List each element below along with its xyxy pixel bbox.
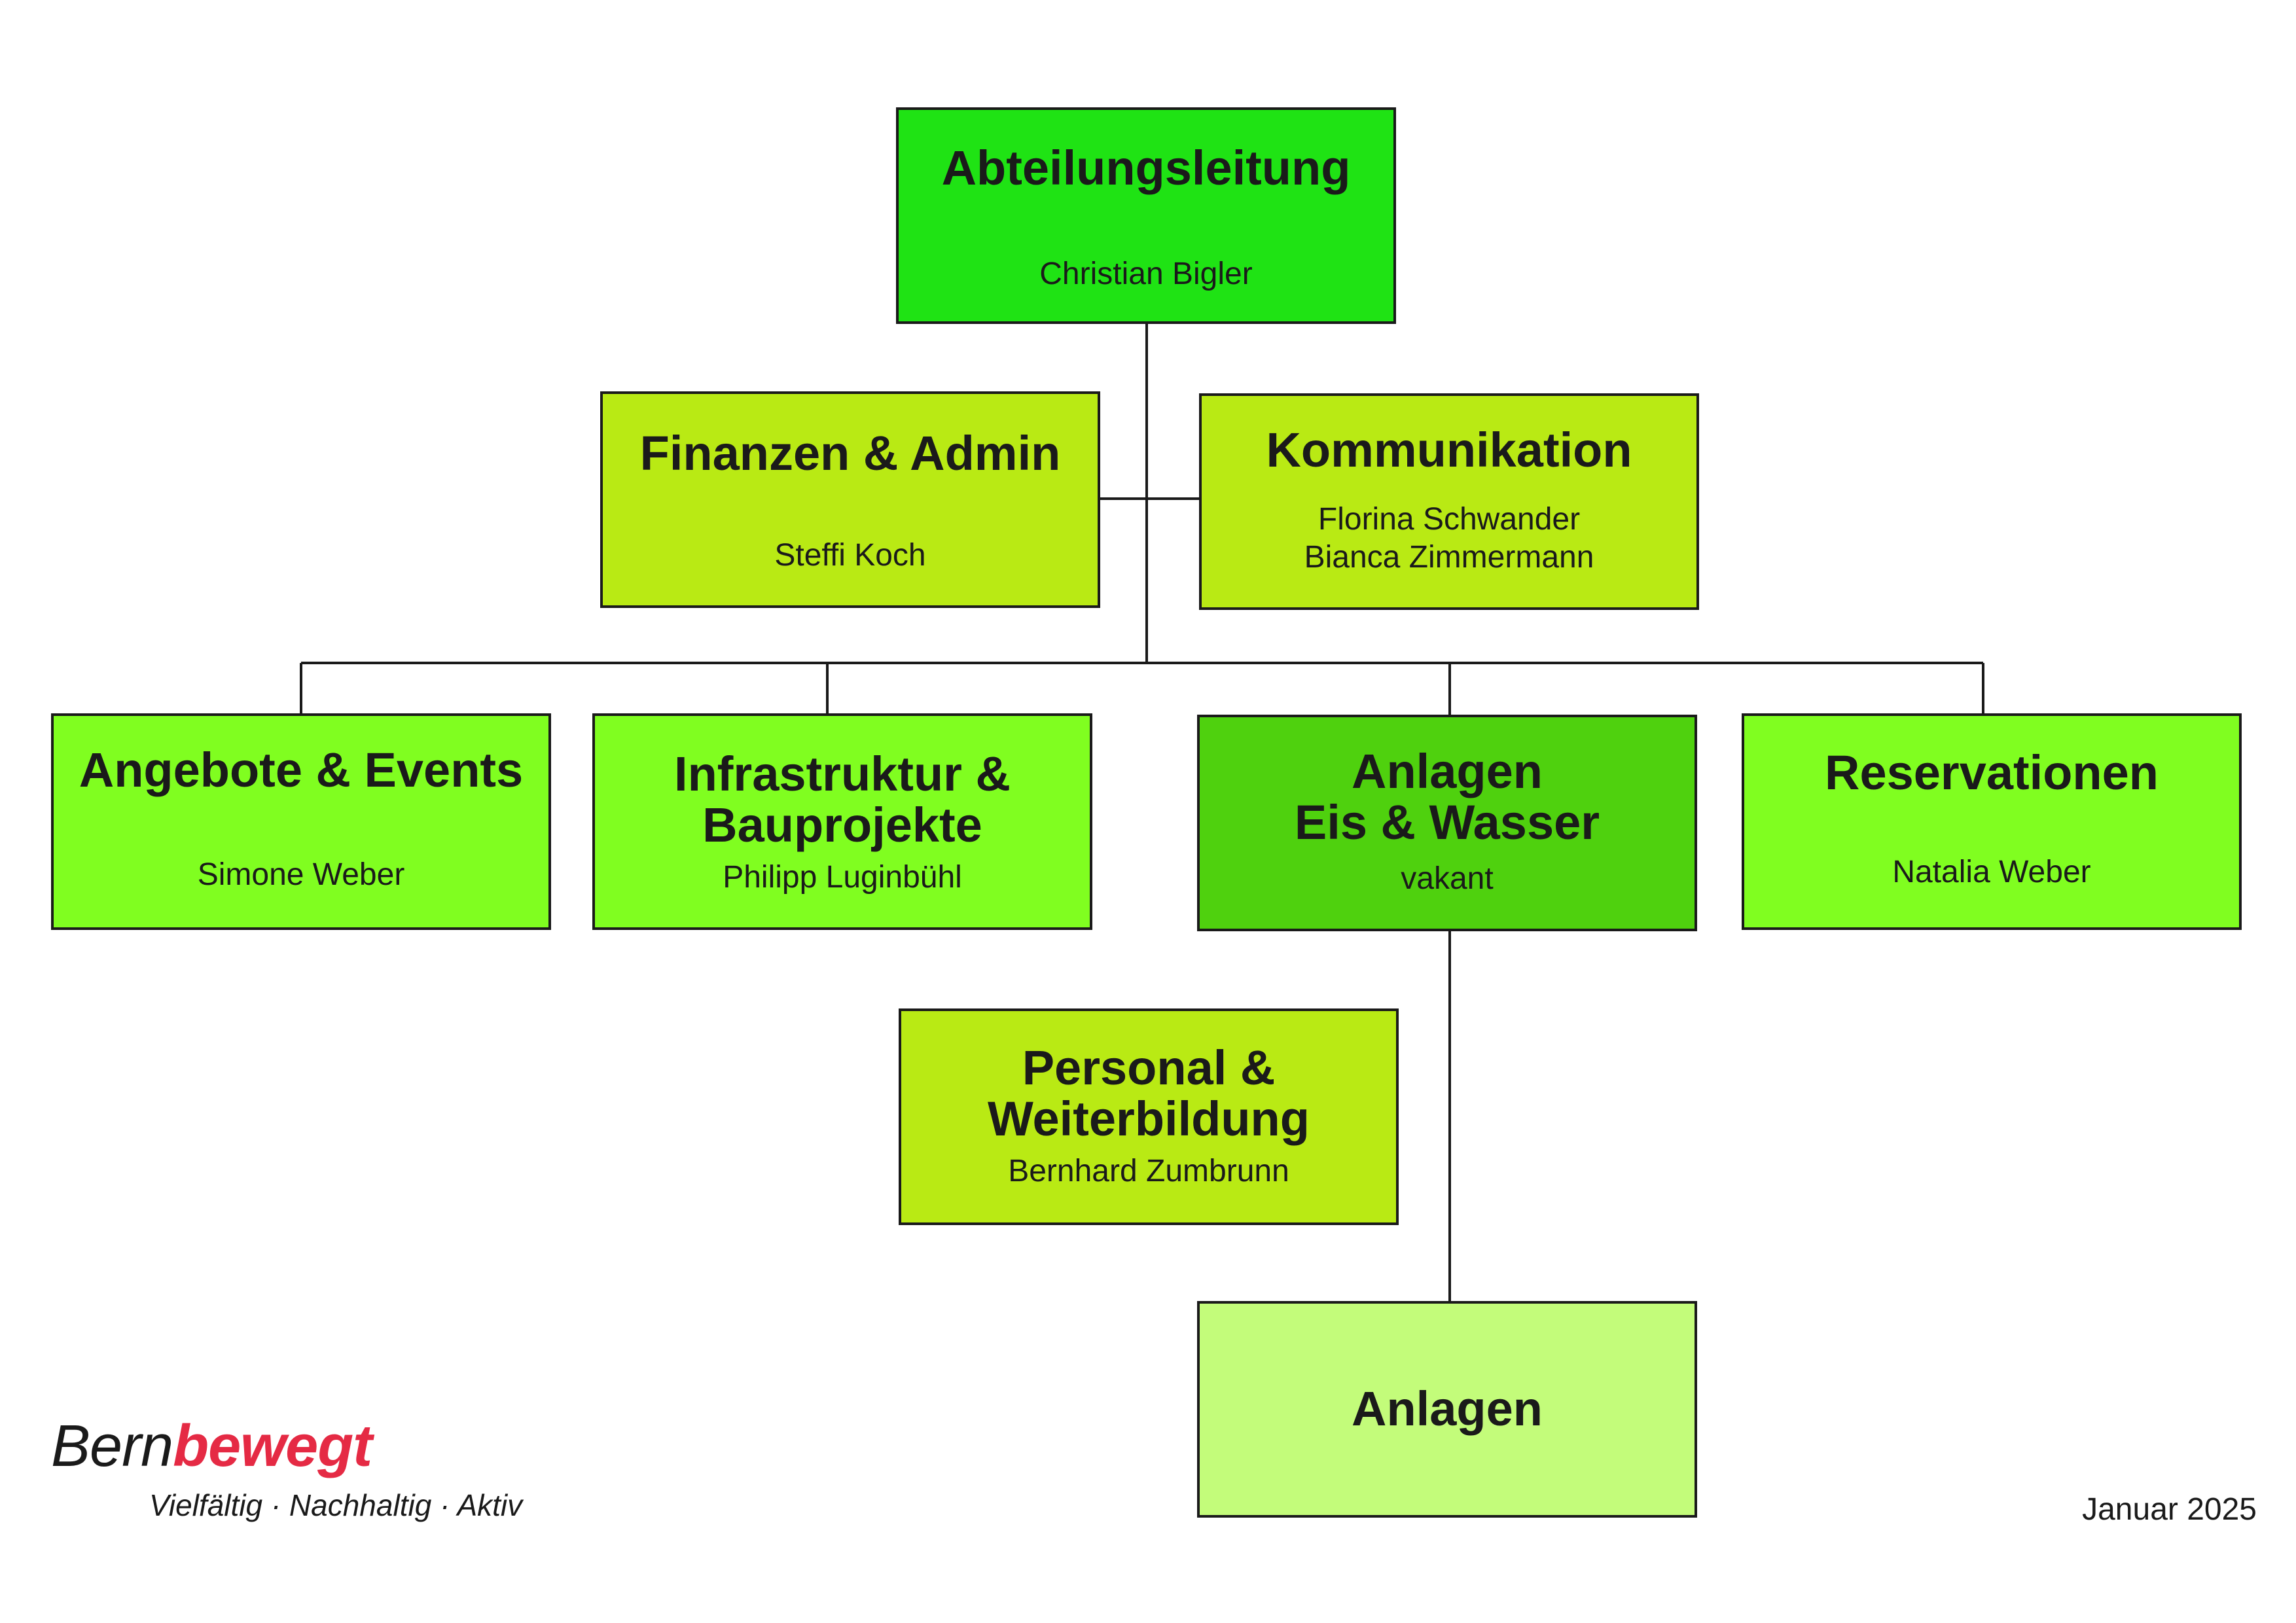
box-title: Infrastruktur & Bauprojekte bbox=[674, 747, 1011, 852]
box-anlagen-eis-wasser: Anlagen Eis & Wasser vakant bbox=[1197, 715, 1697, 931]
box-title: Angebote & Events bbox=[79, 743, 524, 797]
box-personal-weiterbildung: Personal & Weiterbildung Bernhard Zumbru… bbox=[899, 1008, 1399, 1225]
box-anlagen: Anlagen bbox=[1197, 1301, 1697, 1518]
logo-tagline: Vielfältig · Nachhaltig · Aktiv bbox=[149, 1488, 523, 1522]
box-person: Steffi Koch bbox=[774, 538, 926, 573]
box-title: Finanzen & Admin bbox=[639, 426, 1061, 480]
logo-text-bern: Bern bbox=[51, 1414, 173, 1479]
box-person: Christian Bigler bbox=[1039, 257, 1253, 291]
box-person: vakant bbox=[1401, 861, 1494, 896]
box-title: Abteilungsleitung bbox=[941, 141, 1351, 195]
box-finanzen-admin: Finanzen & Admin Steffi Koch bbox=[600, 391, 1100, 608]
box-title: Personal & Weiterbildung bbox=[988, 1041, 1310, 1146]
box-title: Kommunikation bbox=[1266, 423, 1632, 477]
box-abteilungsleitung: Abteilungsleitung Christian Bigler bbox=[896, 107, 1396, 324]
box-angebote-events: Angebote & Events Simone Weber bbox=[51, 713, 551, 930]
box-title: Anlagen bbox=[1352, 1382, 1543, 1436]
box-person: Philipp Luginbühl bbox=[723, 860, 962, 895]
logo-text-bewegt: bewegt bbox=[173, 1414, 372, 1479]
box-infrastruktur-bauprojekte: Infrastruktur & Bauprojekte Philipp Lugi… bbox=[592, 713, 1092, 930]
date-label: Januar 2025 bbox=[2082, 1492, 2257, 1527]
box-person: Florina Schwander Bianca Zimmermann bbox=[1304, 502, 1594, 575]
box-kommunikation: Kommunikation Florina Schwander Bianca Z… bbox=[1199, 393, 1699, 610]
box-person: Simone Weber bbox=[197, 857, 405, 892]
box-reservationen: Reservationen Natalia Weber bbox=[1742, 713, 2242, 930]
box-title: Anlagen Eis & Wasser bbox=[1294, 744, 1600, 849]
box-title: Reservationen bbox=[1825, 745, 2159, 800]
bernbewegt-logo: Bernbewegt bbox=[51, 1414, 372, 1479]
box-person: Natalia Weber bbox=[1892, 855, 2091, 889]
box-person: Bernhard Zumbrunn bbox=[1008, 1154, 1289, 1188]
